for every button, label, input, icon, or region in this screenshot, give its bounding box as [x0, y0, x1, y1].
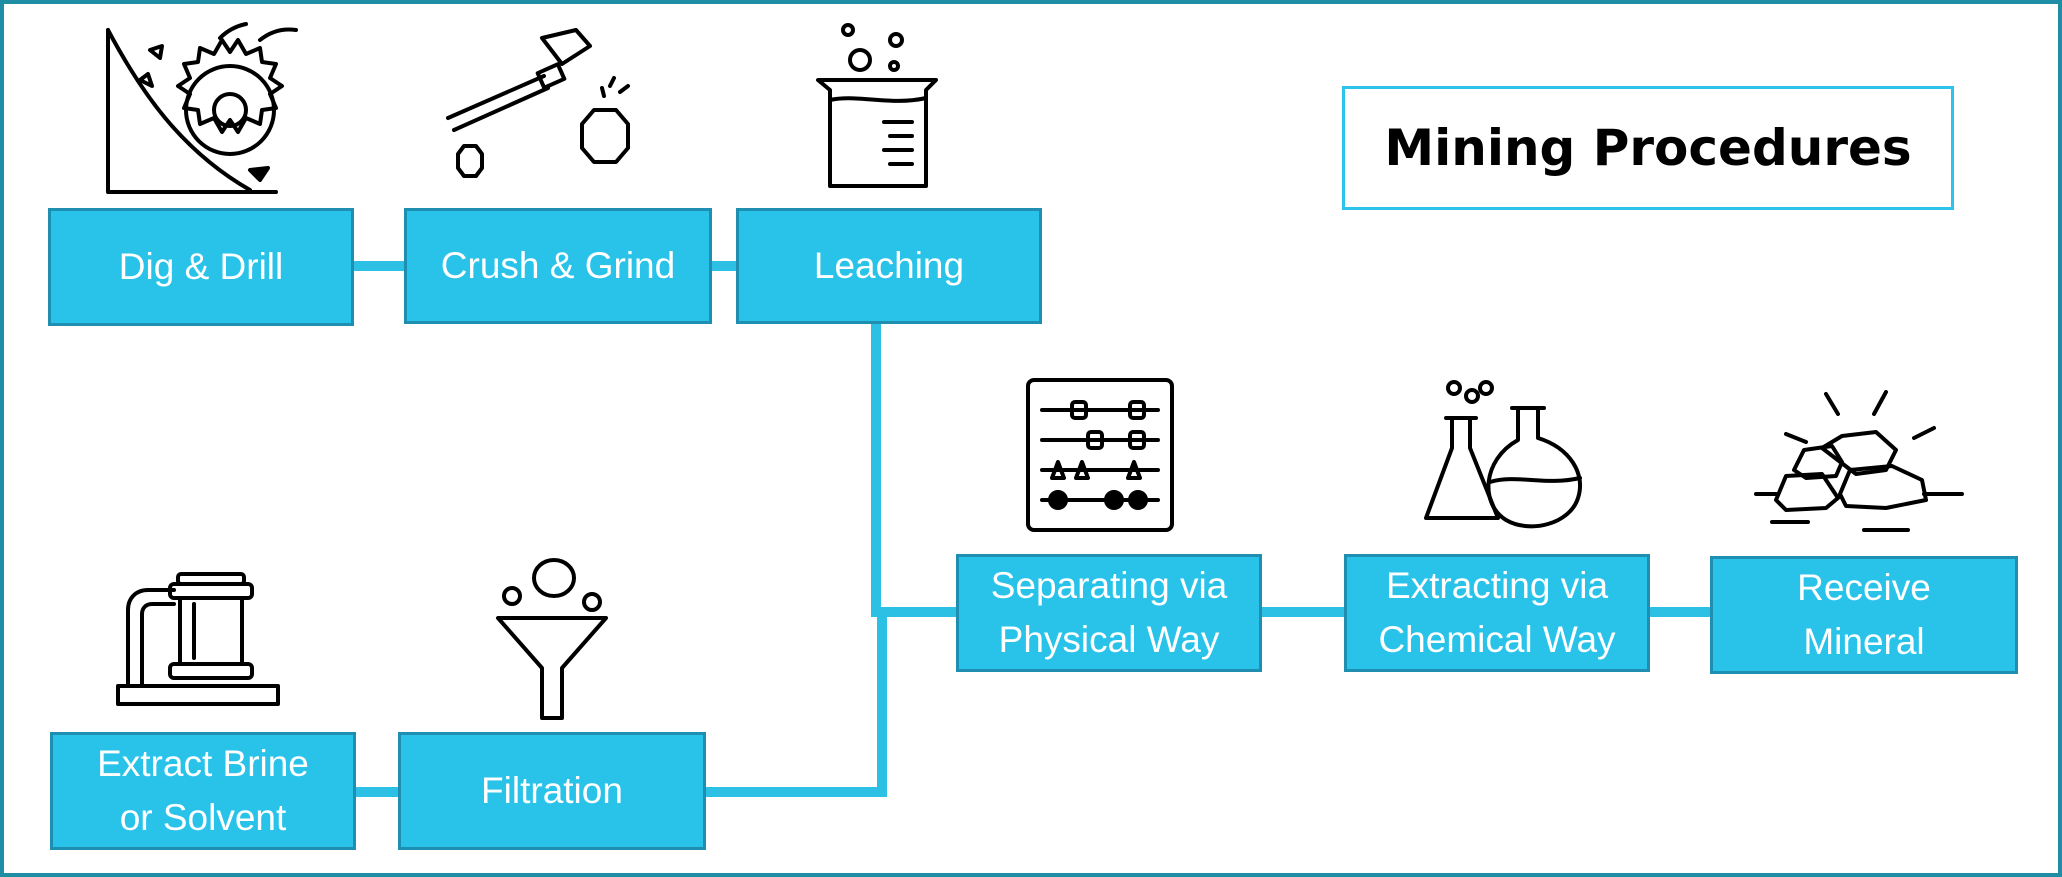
connector-leach-down — [871, 324, 956, 617]
hammer-rock-icon — [444, 26, 644, 186]
step-label: Dig & Drill — [118, 246, 284, 287]
saw-blade-digging-icon — [100, 10, 310, 200]
step-receive-mineral: Receive Mineral — [1710, 556, 2018, 674]
step-separating-physical: Separating via Physical Way — [956, 554, 1262, 672]
beaker-icon — [812, 22, 942, 192]
connector-filter-up — [704, 612, 887, 797]
step-dig-drill: Dig & Drill — [48, 208, 354, 326]
connector-lines — [352, 261, 1712, 797]
step-leaching: Leaching — [736, 208, 1042, 324]
step-label: Filtration — [481, 770, 623, 811]
funnel-icon — [492, 556, 612, 724]
mineral-rocks-icon — [1746, 390, 1972, 540]
step-label: Leaching — [813, 245, 965, 286]
step-label: Separating via Physical Way — [990, 565, 1228, 660]
title-box: Mining Procedures — [1342, 86, 1954, 210]
step-label: Receive Mineral — [1797, 567, 1931, 662]
step-crush-grind: Crush & Grind — [404, 208, 712, 324]
step-extract-brine: Extract Brine or Solvent — [50, 732, 356, 850]
pump-tank-icon — [114, 568, 284, 708]
step-label: Crush & Grind — [440, 245, 676, 286]
step-filtration: Filtration — [398, 732, 706, 850]
diagram-title: Mining Procedures — [1384, 119, 1912, 177]
step-label: Extracting via Chemical Way — [1378, 565, 1616, 660]
sorting-tray-icon — [1024, 376, 1176, 534]
step-extracting-chemical: Extracting via Chemical Way — [1344, 554, 1650, 672]
step-label: Extract Brine or Solvent — [97, 743, 309, 838]
flasks-icon — [1420, 378, 1590, 534]
